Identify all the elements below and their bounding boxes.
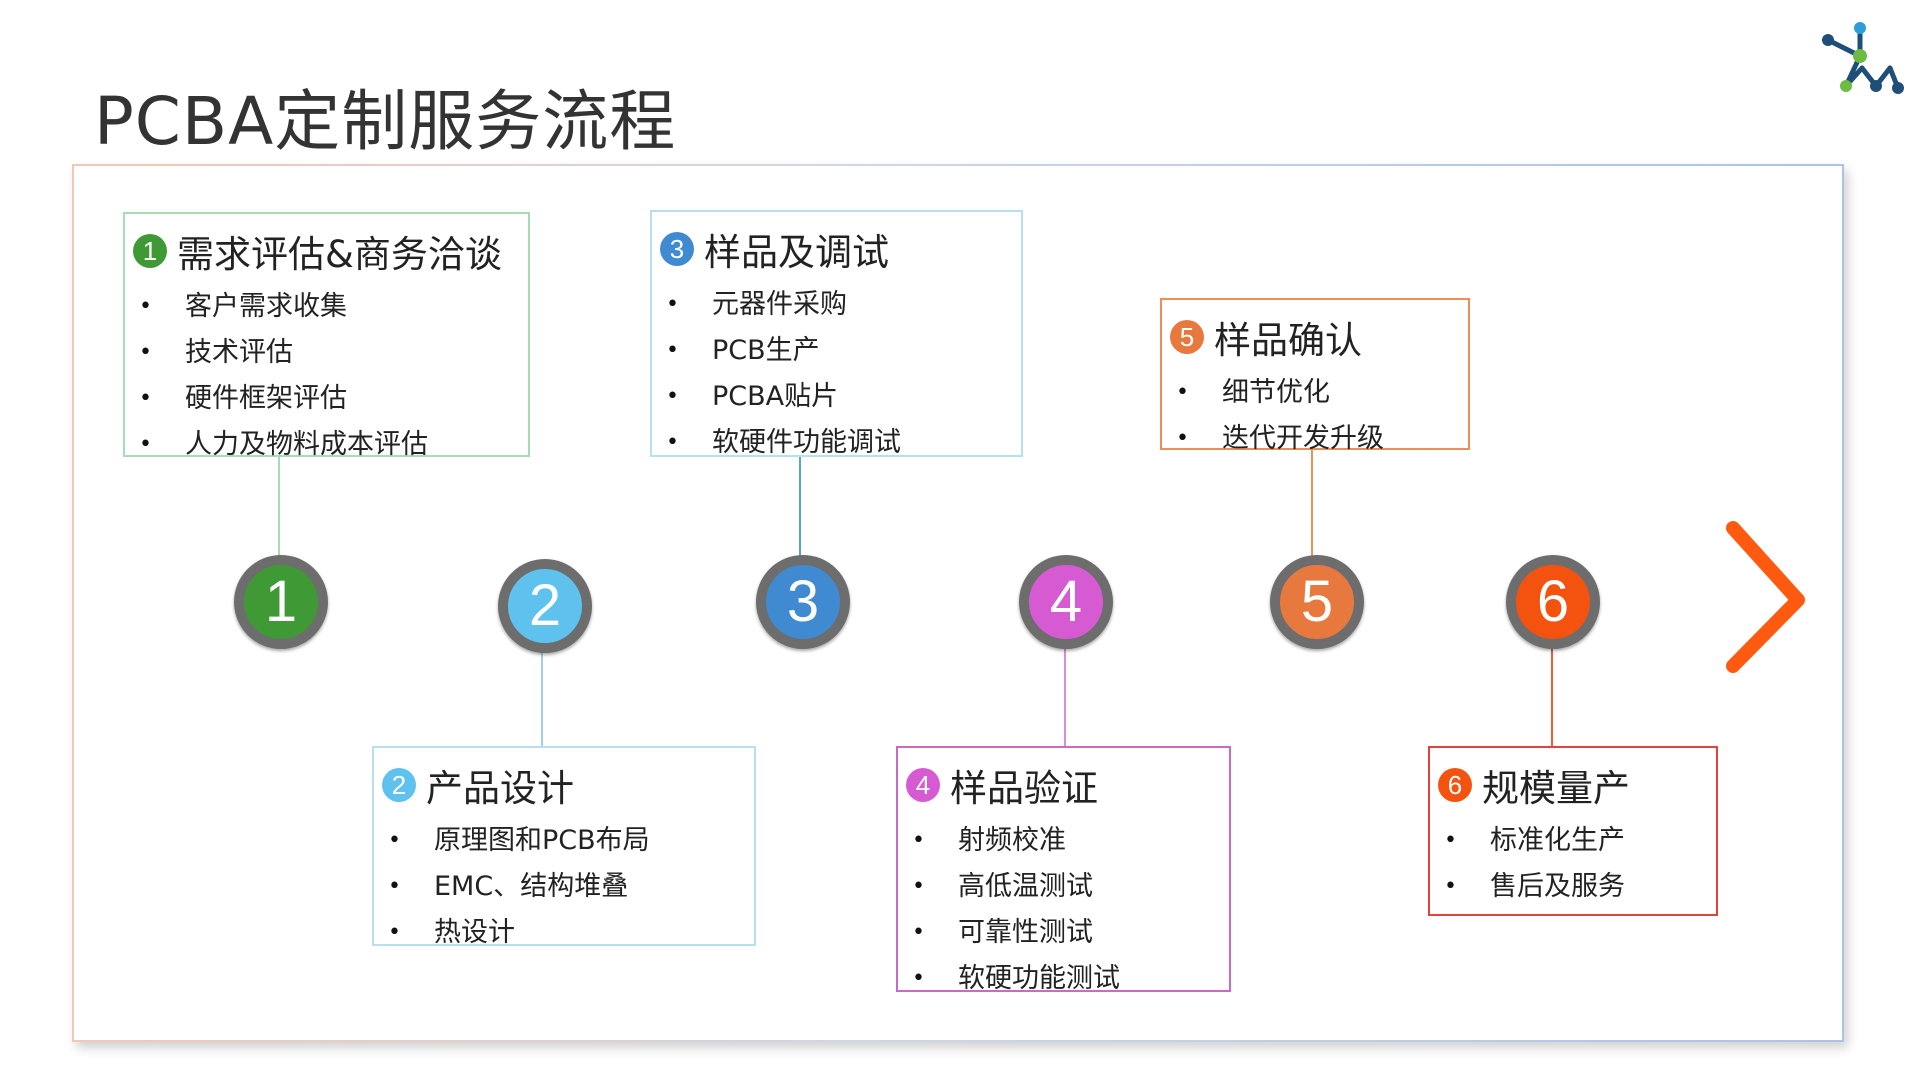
connector-5 (1311, 450, 1313, 562)
list-item: 高低温测试 (898, 864, 1229, 910)
step-badge-1: 1 (133, 234, 167, 268)
page-title: PCBA定制服务流程 (94, 83, 677, 160)
list-item: 热设计 (374, 910, 754, 956)
list-item: 技术评估 (125, 330, 528, 376)
step-title-6: 规模量产 (1482, 767, 1630, 810)
step-badge-6: 6 (1438, 768, 1472, 802)
step-badge-5: 5 (1170, 320, 1204, 354)
step-title-5: 样品确认 (1214, 319, 1362, 362)
list-item: PCBA贴片 (652, 374, 1021, 420)
list-item: 人力及物料成本评估 (125, 422, 528, 468)
company-logo (1822, 22, 1904, 94)
step-box-6: 6 规模量产 标准化生产 售后及服务 (1428, 746, 1718, 916)
list-item: 可靠性测试 (898, 910, 1229, 956)
step-badge-4: 4 (906, 768, 940, 802)
step-node-5: 5 (1270, 555, 1364, 649)
step-title-3: 样品及调试 (704, 231, 889, 274)
list-item: 细节优化 (1162, 370, 1468, 416)
step-node-4: 4 (1019, 555, 1113, 649)
connector-6 (1551, 640, 1553, 748)
step-node-3: 3 (756, 555, 850, 649)
list-item: 射频校准 (898, 818, 1229, 864)
step-node-6: 6 (1506, 555, 1600, 649)
step-box-5: 5 样品确认 细节优化 迭代开发升级 (1160, 298, 1470, 462)
connector-4 (1064, 640, 1066, 748)
step-title-2: 产品设计 (426, 767, 574, 810)
list-item: 硬件框架评估 (125, 376, 528, 422)
list-item: 售后及服务 (1430, 864, 1716, 910)
step-node-1: 1 (234, 555, 328, 649)
list-item: 原理图和PCB布局 (374, 818, 754, 864)
step-box-2: 2 产品设计 原理图和PCB布局 EMC、结构堆叠 热设计 (372, 746, 756, 956)
list-item: 标准化生产 (1430, 818, 1716, 864)
step-box-3: 3 样品及调试 元器件采购 PCB生产 PCBA贴片 软硬件功能调试 (650, 210, 1023, 466)
step-box-1: 1 需求评估&商务洽谈 客户需求收集 技术评估 硬件框架评估 人力及物料成本评估 (123, 212, 530, 468)
connector-1 (278, 456, 280, 564)
list-item: 客户需求收集 (125, 284, 528, 330)
step-title-4: 样品验证 (950, 767, 1098, 810)
connector-2 (541, 640, 543, 750)
step-box-4: 4 样品验证 射频校准 高低温测试 可靠性测试 软硬功能测试 (896, 746, 1231, 1002)
list-item: 软硬件功能调试 (652, 420, 1021, 466)
step-title-1: 需求评估&商务洽谈 (177, 233, 502, 276)
step-badge-3: 3 (660, 232, 694, 266)
list-item: EMC、结构堆叠 (374, 864, 754, 910)
connector-3 (799, 456, 801, 564)
list-item: 元器件采购 (652, 282, 1021, 328)
step-badge-2: 2 (382, 768, 416, 802)
step-node-2: 2 (498, 559, 592, 653)
list-item: 迭代开发升级 (1162, 416, 1468, 462)
list-item: PCB生产 (652, 328, 1021, 374)
list-item: 软硬功能测试 (898, 956, 1229, 1002)
